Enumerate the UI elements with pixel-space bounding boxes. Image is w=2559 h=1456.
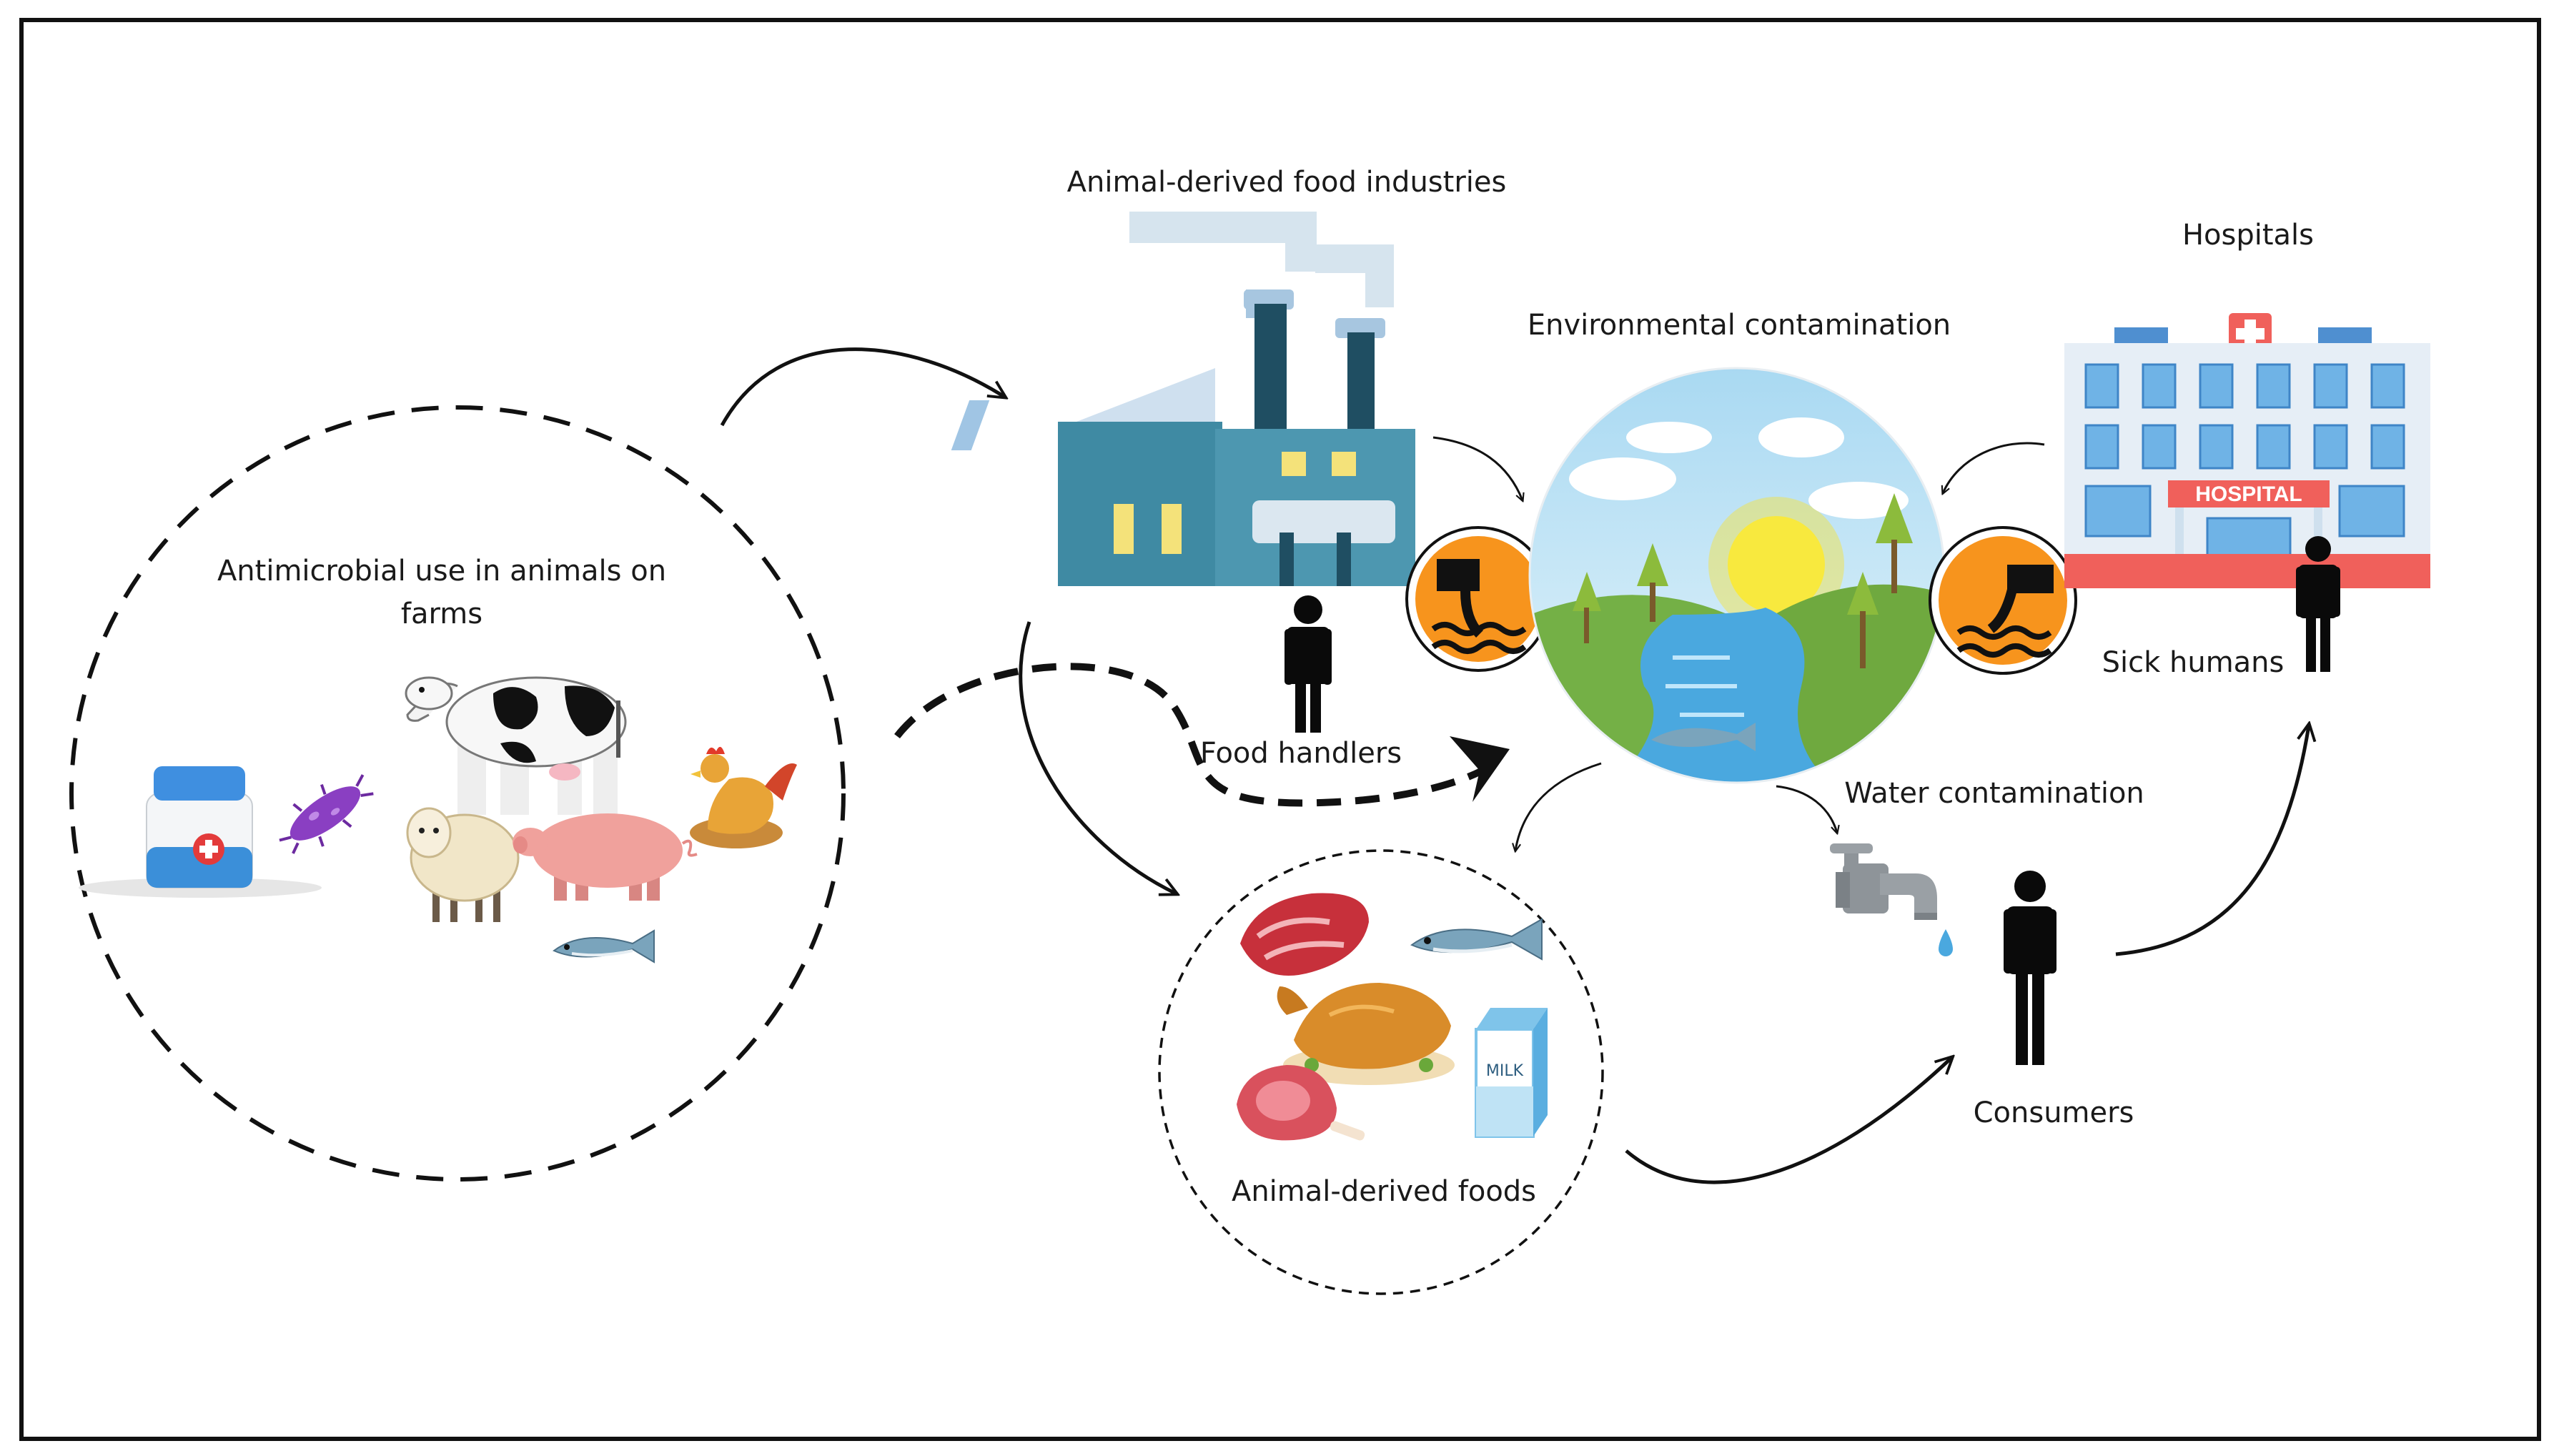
arrow-head-dashed xyxy=(1450,736,1510,802)
milk-label-text: MILK xyxy=(1486,1062,1524,1080)
label-consumers: Consumers xyxy=(1974,1096,2134,1129)
arrow-industry-to-environment xyxy=(1432,436,1523,500)
label-environmental-contamination: Environmental contamination xyxy=(1528,309,1951,342)
label-farms-line1: Antimicrobial use in animals on xyxy=(217,555,666,588)
arrow-consumers-to-sick xyxy=(2115,725,2309,956)
consumer-person-icon xyxy=(2004,871,2056,1065)
hospital-icon: HOSPITAL xyxy=(2064,313,2430,588)
discharge-hazard-icon-left xyxy=(1405,526,1551,672)
food-handler-person-icon xyxy=(1285,595,1332,733)
fish-food-icon xyxy=(1410,918,1543,961)
arrow-environment-to-foods xyxy=(1515,762,1602,851)
milk-carton-icon: MILK xyxy=(1475,1008,1548,1138)
foods-dashed-circle xyxy=(1158,849,1604,1295)
medicine-jar-icon xyxy=(79,766,322,898)
arrow-farms-to-industry xyxy=(720,347,1004,427)
environment-globe-icon xyxy=(1530,368,1944,783)
label-water-contamination: Water contamination xyxy=(1844,777,2144,810)
label-food-handlers: Food handlers xyxy=(1200,737,1402,770)
roast-chicken-icon xyxy=(1277,983,1455,1085)
arrow-hospital-to-environment xyxy=(1943,442,2045,493)
factory-icon xyxy=(951,212,1415,586)
arrow-farms-to-environment-dashed xyxy=(894,663,1496,807)
steak-icon xyxy=(1240,893,1369,976)
hospital-sign-text: HOSPITAL xyxy=(2195,482,2302,506)
arrow-farms-to-foods xyxy=(1019,621,1176,893)
label-animal-derived-foods: Animal-derived foods xyxy=(1232,1175,1536,1208)
sheep-icon xyxy=(406,807,520,922)
pig-icon xyxy=(513,813,698,901)
label-sick-humans: Sick humans xyxy=(2102,646,2285,679)
outer-frame xyxy=(19,18,2541,1441)
label-food-industries: Animal-derived food industries xyxy=(1067,166,1507,199)
label-farms-line2: farms xyxy=(401,598,482,630)
chicken-icon xyxy=(690,746,797,848)
farms-dashed-circle xyxy=(69,405,846,1182)
label-hospitals: Hospitals xyxy=(2182,219,2314,252)
discharge-hazard-icon-right xyxy=(1929,526,2077,675)
arrow-foods-to-consumers xyxy=(1625,1058,1951,1184)
arrow-environment-to-water xyxy=(1776,785,1837,833)
cow-icon xyxy=(405,676,627,815)
sick-human-person-icon xyxy=(2296,536,2340,672)
water-faucet-icon xyxy=(1830,843,1953,956)
ham-icon xyxy=(1237,1065,1365,1141)
fish-farm-icon xyxy=(553,929,655,964)
bacterium-icon xyxy=(279,774,374,854)
